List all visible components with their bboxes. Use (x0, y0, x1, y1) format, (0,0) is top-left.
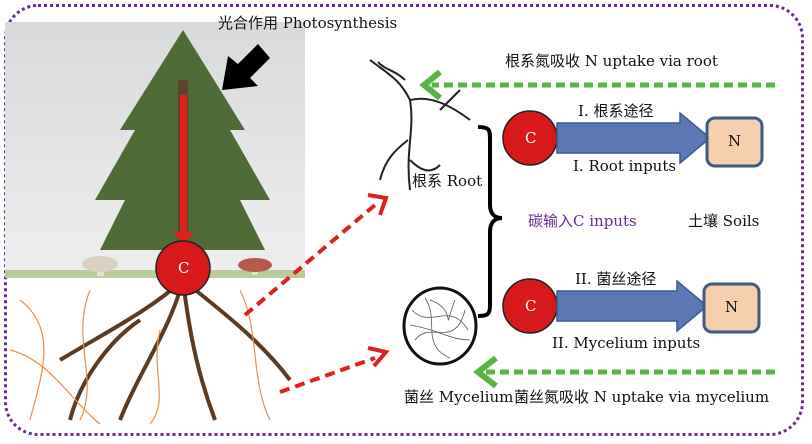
mushroom-left (82, 256, 118, 276)
nitrogen-box-1 (705, 116, 764, 168)
photosynthesis-label: 光合作用 Photosynthesis (218, 14, 398, 32)
mycelium-pathway-en: II. Mycelium inputs (552, 334, 701, 352)
root-pathway-en: I. Root inputs (573, 157, 677, 175)
sunlight-arrow (222, 44, 270, 90)
carbon-circle-tree (155, 240, 211, 296)
root-label: 根系 Root (412, 172, 483, 190)
nitrogen-box-2 (702, 282, 761, 334)
c-inputs-label: 碳输入C inputs (528, 212, 637, 230)
nitrogen-label-2: N (725, 298, 739, 316)
root-pathway-cn: I. 根系途径 (578, 102, 654, 120)
tree-illustration (5, 22, 305, 425)
dashed-arrow-to-root (243, 203, 377, 317)
carbon-transport-arrow (173, 95, 194, 246)
bracket (477, 125, 503, 318)
soils-label: 土壤 Soils (688, 212, 760, 230)
root-uptake-label: 根系氮吸收 N uptake via root (505, 52, 718, 70)
carbon-label-1: C (525, 129, 537, 147)
mycelium-uptake-label: 菌丝氮吸收 N uptake via mycelium (514, 388, 770, 406)
carbon-label-tree: C (178, 259, 190, 277)
mycelium-inputs-arrow (556, 279, 709, 333)
tree-roots (58, 278, 292, 421)
mycelium-drawing (402, 286, 478, 366)
root-drawing (369, 59, 471, 191)
carbon-label-2: C (525, 297, 537, 315)
nitrogen-label-1: N (728, 132, 742, 150)
dashed-arrow-to-mycelium (279, 356, 376, 394)
fungal-hyphae (9, 289, 271, 425)
mycelium-label: 菌丝 Mycelium (404, 388, 514, 406)
root-inputs-arrow (556, 111, 712, 165)
mushroom-right (238, 258, 272, 275)
mycelium-pathway-cn: II. 菌丝途径 (575, 270, 657, 288)
